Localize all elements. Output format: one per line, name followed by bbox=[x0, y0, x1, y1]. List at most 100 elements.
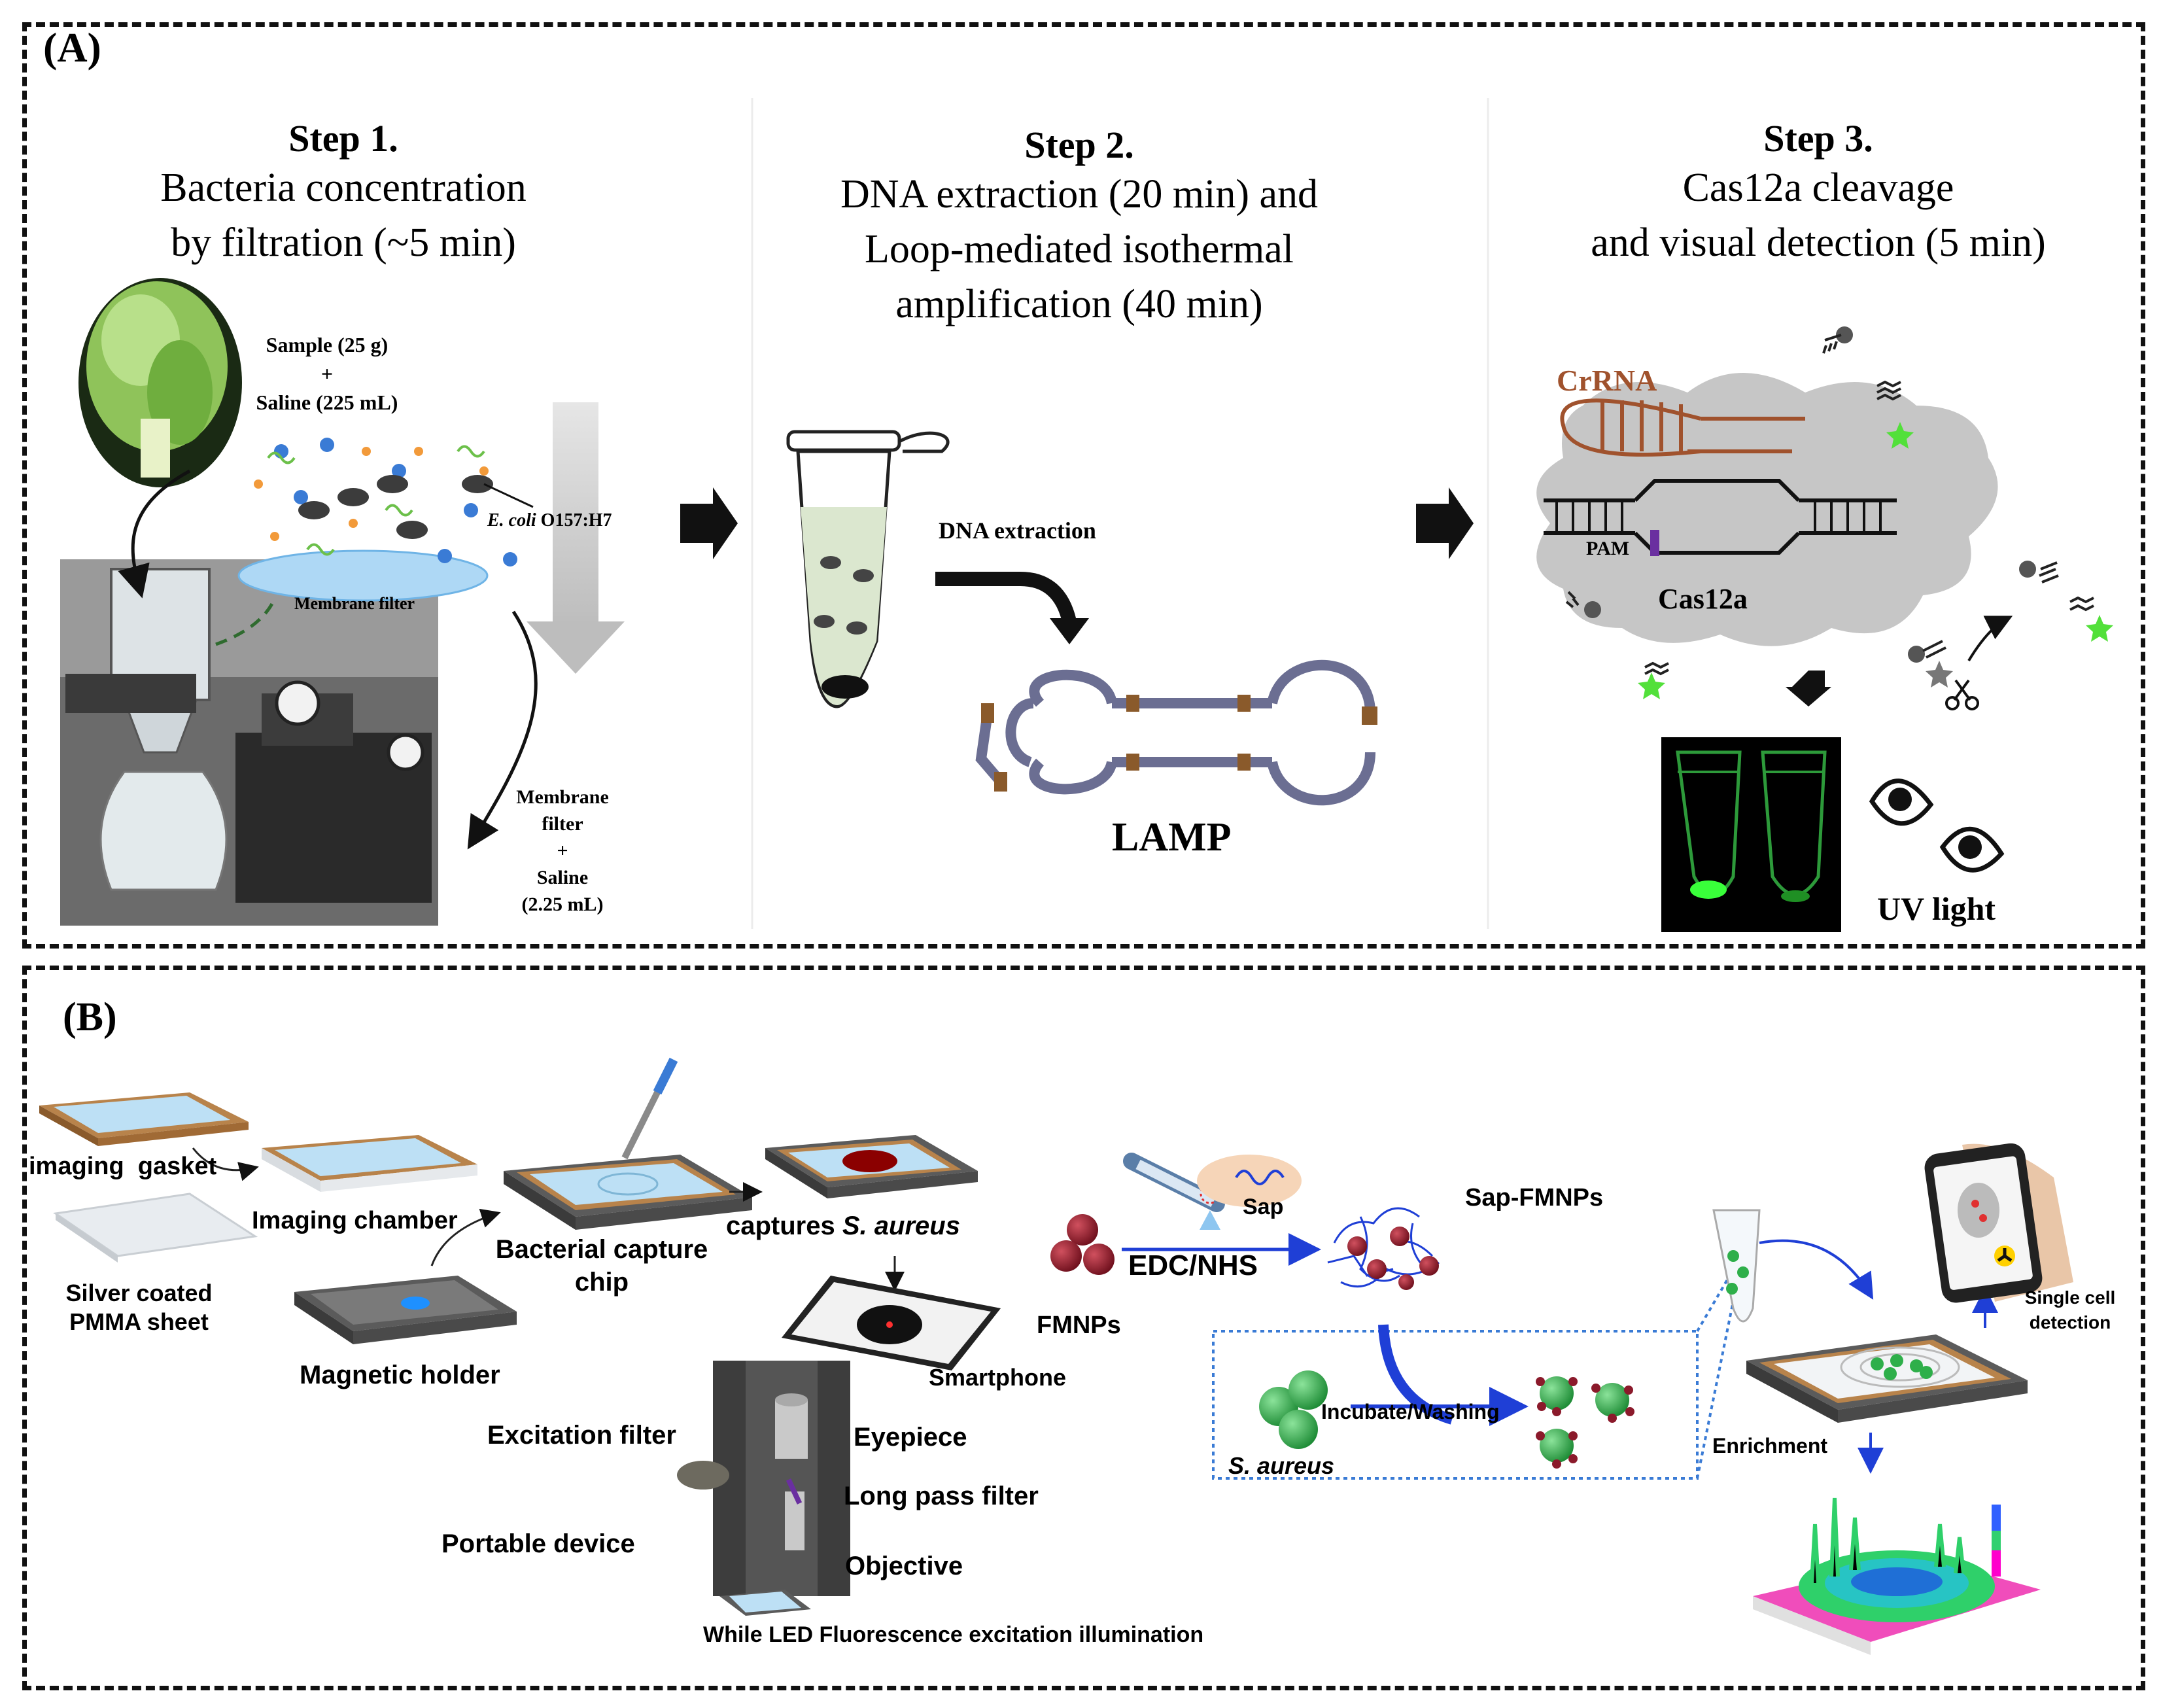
result-arrow bbox=[1786, 687, 1831, 706]
incubate-label: Incubate/Washing bbox=[1321, 1400, 1500, 1423]
s-aureus-beads bbox=[1259, 1370, 1328, 1449]
crrna-hairpin bbox=[1560, 398, 1805, 457]
ecoli-name: E. coli bbox=[487, 510, 536, 531]
cas12a-label: Cas12a bbox=[1658, 583, 1748, 615]
step-3-title: Step 3. bbox=[1763, 117, 1873, 160]
panel-a-label: (A) bbox=[43, 24, 101, 71]
captured-chip bbox=[765, 1135, 978, 1198]
incubate-curve-arrow bbox=[1378, 1324, 1454, 1425]
eye-icon bbox=[1939, 827, 2005, 873]
membrane-filter-disc bbox=[237, 549, 489, 602]
portable-device-label: Portable device bbox=[441, 1529, 635, 1558]
portable-microscope bbox=[677, 1361, 850, 1616]
smartphone-device bbox=[782, 1276, 1001, 1370]
silver-sheet-line-1: Silver coated bbox=[65, 1280, 213, 1306]
smartphone-label: Smartphone bbox=[929, 1364, 1067, 1391]
fmnp-beads bbox=[1050, 1214, 1115, 1275]
step-2-title: Step 2. bbox=[1024, 124, 1134, 166]
lettuce-sample-image bbox=[78, 278, 242, 487]
uv-fluorescence-photo bbox=[1661, 737, 1841, 932]
enrichment-tube bbox=[1712, 1209, 1761, 1323]
capture-chip-line-2: chip bbox=[574, 1268, 629, 1297]
pam-label: PAM bbox=[1586, 538, 1630, 559]
sample-line-1: Sample (25 g) bbox=[266, 333, 389, 357]
step-3-line-2: and visual detection (5 min) bbox=[1591, 220, 2046, 265]
step-2-line-3: amplification (40 min) bbox=[895, 282, 1263, 326]
step-3-line-1: Cas12a cleavage bbox=[1682, 166, 1954, 210]
panel-b-label: (B) bbox=[63, 995, 117, 1039]
step-1-title: Step 1. bbox=[288, 117, 398, 160]
pipette-icon bbox=[621, 1057, 678, 1160]
pam-marker bbox=[1650, 530, 1659, 556]
membrane-output-label: Membrane filter + Saline (2.25 mL) bbox=[484, 784, 641, 918]
single-cell-line-1: Single cell bbox=[2024, 1287, 2116, 1308]
reporter-probes bbox=[1565, 326, 2113, 710]
capture-chip-label: Bacterial capture chip bbox=[477, 1233, 726, 1298]
dsdna-rungs bbox=[1555, 500, 1882, 533]
sample-label: Sample (25 g) + Saline (225 mL) bbox=[235, 330, 419, 417]
long-pass-filter-label: Long pass filter bbox=[844, 1482, 1039, 1510]
sample-plus: + bbox=[320, 362, 334, 385]
sap-fmnps-label: Sap-FMNPs bbox=[1465, 1184, 1604, 1211]
enrichment-chip bbox=[1746, 1334, 2028, 1423]
step-2-heading: Step 2. DNA extraction (20 min) and Loop… bbox=[772, 123, 1387, 332]
ecoli-label: E. coli O157:H7 bbox=[487, 510, 612, 531]
membrane-output-line-1: Membrane bbox=[516, 786, 609, 808]
step-1-heading: Step 1. Bacteria concentration by filtra… bbox=[98, 116, 589, 270]
bacterial-capture-chip bbox=[504, 1155, 752, 1230]
step-2-line-1: DNA extraction (20 min) and bbox=[840, 172, 1319, 217]
phone-in-hand bbox=[1924, 1143, 2073, 1303]
membrane-filter-label: Membrane filter bbox=[294, 594, 415, 613]
sample-to-funnel-arrow bbox=[118, 469, 191, 599]
imaging-chamber-label: Imaging chamber bbox=[252, 1207, 458, 1234]
dna-extraction-label: DNA extraction bbox=[939, 517, 1096, 544]
step-1-to-2-arrow bbox=[680, 487, 738, 559]
sample-line-2: Saline (225 mL) bbox=[256, 391, 398, 414]
panel-b bbox=[22, 966, 2145, 1690]
surface-plot-image bbox=[1753, 1497, 2041, 1655]
down-flow-arrow bbox=[527, 402, 625, 674]
sap-label: Sap bbox=[1243, 1194, 1284, 1219]
step-3-heading: Step 3. Cas12a cleavage and visual detec… bbox=[1530, 116, 2106, 270]
uv-light-label: UV light bbox=[1877, 890, 1996, 927]
lamp-primer-marks bbox=[981, 695, 1377, 792]
lamp-label: LAMP bbox=[1112, 815, 1232, 860]
edc-nhs-label: EDC/NHS bbox=[1128, 1249, 1258, 1281]
filtration-setup-photo bbox=[60, 559, 438, 926]
imaging-gasket-label: imaging gasket bbox=[29, 1153, 217, 1180]
captures-label: captures S. aureus bbox=[726, 1211, 960, 1241]
captures-species: S. aureus bbox=[842, 1211, 960, 1240]
sap-peptide-icon bbox=[1235, 1170, 1285, 1185]
sap-fmnp-cluster bbox=[1327, 1207, 1440, 1290]
ecoli-strain: O157:H7 bbox=[536, 510, 612, 531]
cas12a-protein-cloud bbox=[1536, 373, 1998, 646]
incubation-inset bbox=[1212, 1330, 1699, 1480]
syringe-icon bbox=[1123, 1153, 1225, 1230]
step-2-to-3-arrow bbox=[1416, 487, 1474, 559]
membrane-output-line-4: (2.25 mL) bbox=[521, 894, 604, 915]
single-cell-line-2: detection bbox=[2029, 1312, 2111, 1333]
silver-sheet-label: Silver coated PMMA sheet bbox=[49, 1279, 229, 1336]
captures-prefix: captures bbox=[726, 1211, 842, 1240]
membrane-output-line-2: filter bbox=[542, 813, 583, 835]
fmnps-label: FMNPs bbox=[1037, 1312, 1121, 1339]
single-cell-label: Single cell detection bbox=[2014, 1285, 2126, 1335]
crrna-label: CrRNA bbox=[1557, 364, 1657, 397]
membrane-out-arrow bbox=[467, 610, 538, 850]
microcentrifuge-tube bbox=[786, 430, 950, 708]
magnetic-holder-label: Magnetic holder bbox=[300, 1361, 500, 1389]
imaging-gasket bbox=[39, 1092, 249, 1146]
extraction-curve-arrow bbox=[935, 572, 1077, 623]
enrichment-label: Enrichment bbox=[1712, 1434, 1828, 1457]
excitation-filter-label: Excitation filter bbox=[487, 1421, 676, 1450]
eyepiece-label: Eyepiece bbox=[854, 1423, 967, 1452]
silver-sheet-line-2: PMMA sheet bbox=[69, 1308, 209, 1335]
panel-a bbox=[22, 22, 2145, 949]
membrane-transfer-arrow bbox=[215, 597, 277, 646]
step-1-line-1: Bacteria concentration bbox=[160, 166, 527, 210]
magnetic-holder bbox=[294, 1276, 517, 1344]
eye-icon bbox=[1869, 778, 1934, 826]
bacteria-particles bbox=[254, 438, 534, 566]
